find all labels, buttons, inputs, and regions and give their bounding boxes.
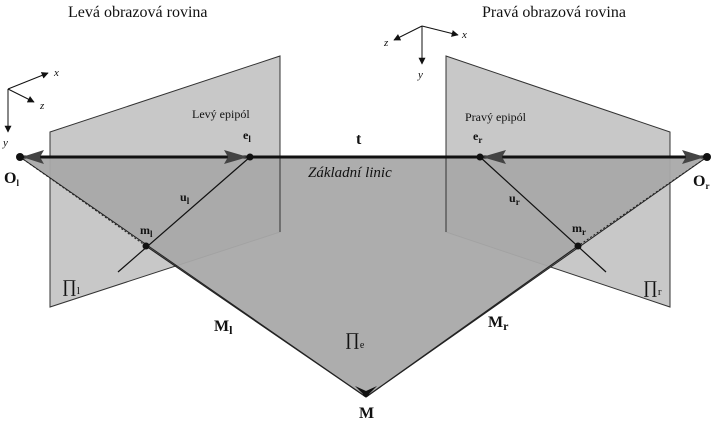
right-epipolar-line [479,156,607,273]
arrow-right-epipole [482,150,506,164]
left-axis-x-label: x [53,67,59,79]
left-center-point [16,153,24,161]
arrow-right-center [682,150,705,164]
left-ray-label: Ml [214,318,233,337]
left-plane-symbol: ∏l [62,276,80,297]
world-point-label: M [359,405,374,422]
right-center-point [703,153,711,161]
left-m-point [142,242,150,250]
right-plane-symbol: ∏r [643,277,662,298]
right-u-label: ur [509,191,520,207]
left-m-label: ml [140,223,153,239]
left-epipole-point [246,153,254,161]
left-center-label: Ol [4,170,19,188]
left-axes: x z y [2,67,59,149]
baseline-caption: Základní linic [308,165,392,181]
left-plane-title: Levá obrazová rovina [68,4,207,21]
right-m-label: mr [572,221,586,237]
left-ray-dotted [19,156,147,247]
right-plane-title: Pravá obrazová rovina [482,4,626,21]
left-epipole-label: el [243,128,251,144]
arrow-left-epipole [224,150,248,164]
right-axes: x z y [383,25,467,81]
right-axis-z-label: z [383,37,389,49]
baseline-vector-label: t [356,131,362,148]
right-epipole-caption: Pravý epipól [465,110,527,124]
left-epipolar-line [117,156,251,273]
left-epipole-caption: Levý epipól [192,107,250,121]
right-epipole-point [476,153,484,161]
left-axis-z-label: z [39,100,45,112]
left-ray-line [145,245,367,398]
right-ray-line [365,245,579,398]
right-axis-x-label: x [461,29,467,41]
epipolar-plane-symbol: ∏e [345,329,365,351]
arrow-left-center [22,150,44,164]
right-epipole-label: er [473,129,482,145]
right-axis-y-label: y [417,69,423,81]
right-m-point [574,242,582,250]
left-u-label: ul [180,190,190,206]
left-axis-y-label: y [2,137,8,149]
right-ray-label: Mr [488,314,509,333]
right-center-label: Or [693,173,709,191]
world-point-dot [363,391,369,397]
